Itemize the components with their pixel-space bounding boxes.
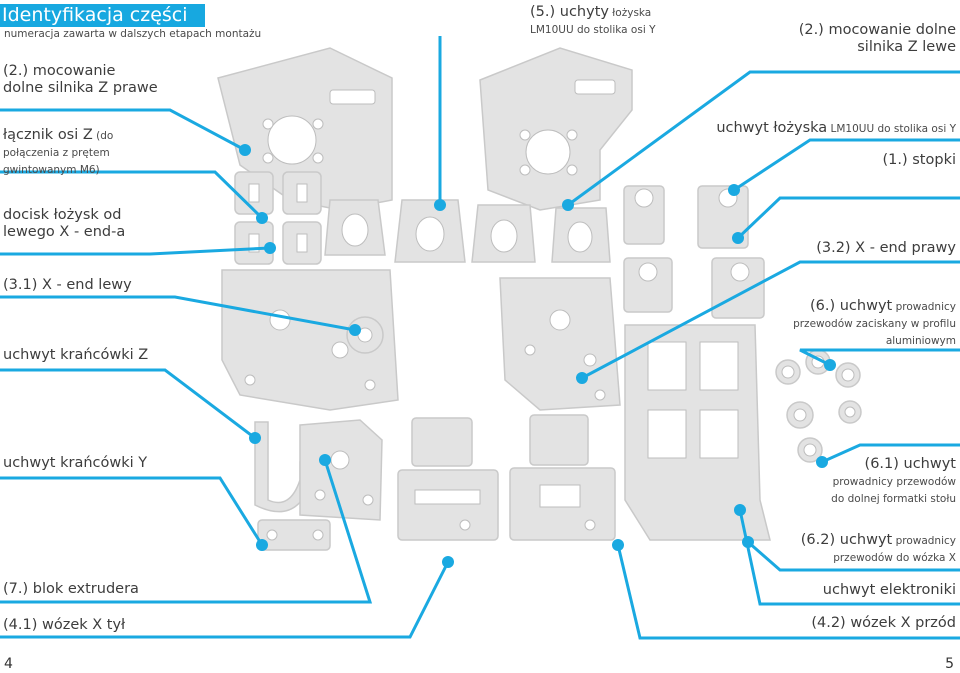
electronics-frame-part: [624, 324, 771, 541]
extruder-block-part: [299, 419, 383, 521]
label-electronics-holder: uchwyt elektroniki: [822, 582, 956, 598]
label-x-end-right: (3.2) X - end prawy: [816, 240, 956, 256]
page-number-left: 4: [4, 656, 13, 672]
label-bearing-holder: uchwyt łożyska LM10UU do stolika osi Y: [716, 120, 956, 136]
leader-lines: [0, 36, 960, 640]
label-y-endstop: uchwyt krańcówki Y: [3, 455, 148, 471]
label-z-endstop: uchwyt krańcówki Z: [3, 347, 149, 363]
label-cable-holder-profile: (6.) uchwyt prowadnicy przewodów zaciska…: [793, 298, 956, 347]
page-subtitle: numeracja zawarta w dalszych etapach mon…: [4, 28, 262, 40]
motor-mount-left-part: [479, 47, 633, 211]
cable-clips-part: [775, 349, 862, 463]
feet-part: [623, 185, 765, 319]
x-end-right-part: [499, 277, 621, 411]
page-title: Identyfikacja części: [0, 4, 205, 27]
label-z-coupler: łącznik osi Z (do połączenia z prętem gw…: [3, 127, 114, 176]
label-x-end-left: (3.1) X - end lewy: [3, 277, 132, 293]
page-number-right: 5: [945, 656, 954, 672]
label-x-carriage-back: (4.1) wózek X tył: [3, 617, 126, 633]
label-extruder-block: (7.) blok extrudera: [3, 581, 139, 597]
label-cable-holder-bed: (6.1) uchwyt prowadnicy przewodów do dol…: [831, 456, 956, 505]
label-lm10uu-holders: (5.) uchyty łożyska LM10UU do stolika os…: [530, 4, 656, 36]
lm10uu-holders-part: [324, 199, 611, 263]
label-feet: (1.) stopki: [882, 152, 957, 168]
label-cable-holder-carriage: (6.2) uchwyt prowadnicy przewodów do wóz…: [800, 532, 956, 564]
x-carriage-part: [397, 414, 616, 541]
label-motor-mount-right: (2.) mocowanie dolne silnika Z prawe: [3, 63, 158, 96]
label-motor-mount-left: (2.) mocowanie dolne silnika Z lewe: [798, 22, 956, 55]
label-bearing-clamp: docisk łożysk od lewego X - end-a: [3, 207, 126, 240]
x-end-left-part: [221, 269, 399, 411]
bearing-clamps-part: [234, 171, 322, 265]
motor-mount-right-part: [217, 47, 393, 211]
label-x-carriage-front: (4.2) wózek X przód: [811, 615, 956, 631]
